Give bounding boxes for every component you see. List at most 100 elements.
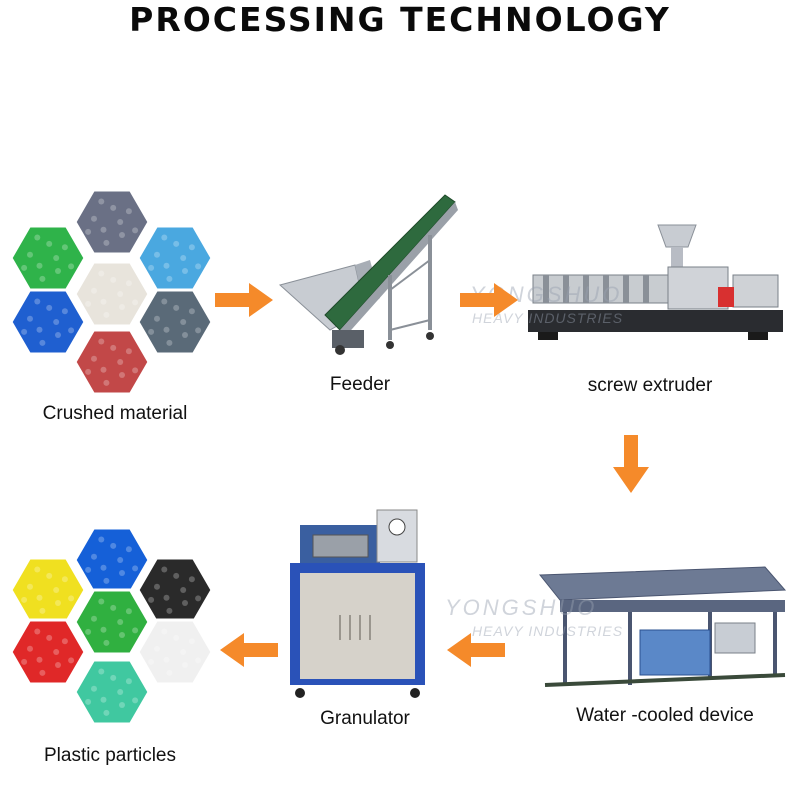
plastic-particles-hexagon <box>136 618 214 686</box>
step-label-screw-extruder: screw extruder <box>587 375 713 396</box>
crushed-material-hexagon-texture <box>68 327 75 334</box>
crushed-material-hexagon-texture <box>154 251 160 258</box>
page-title: PROCESSING TECHNOLOGY <box>129 0 671 39</box>
plastic-particles-hexagon-texture <box>103 577 110 584</box>
plastic-particles-hexagon-texture <box>125 678 132 685</box>
feeder-machine-image <box>278 194 458 355</box>
plastic-particles-hexagon-texture <box>68 595 75 602</box>
crushed-material-hexagon-texture <box>36 326 43 333</box>
crushed-material-hexagon-texture <box>85 300 92 307</box>
plastic-particles-hexagon-texture <box>161 566 168 573</box>
plastic-particles-hexagon-texture <box>55 600 61 606</box>
plastic-particles-hexagon-texture <box>85 566 92 573</box>
crushed-material-hexagon-texture <box>98 198 105 205</box>
watermark-brand: YONGSHUO <box>445 595 598 620</box>
water-cooled-device-image <box>538 566 787 687</box>
plastic-particles-hexagon-texture <box>68 657 75 664</box>
plastic-particles-hexagon-texture <box>180 649 187 655</box>
plastic-particles-hexagon-texture <box>173 634 180 641</box>
crushed-material-hexagon-texture <box>55 268 61 274</box>
crushed-material-hexagon-texture <box>173 304 180 311</box>
plastic-particles-hexagon-texture <box>61 638 68 645</box>
plastic-particles-hexagon-texture <box>182 662 188 668</box>
crushed-material-hexagon-texture <box>119 304 125 310</box>
arrow-left-icon <box>220 633 278 667</box>
step-label-water-cooled-device: Water -cooled device <box>576 705 754 726</box>
plastic-particles-hexagon <box>136 556 214 624</box>
crushed-material-hexagon-texture <box>91 287 97 294</box>
plastic-particles-hexagon-texture <box>148 658 155 665</box>
crushed-material-hexagon-texture <box>180 319 187 325</box>
plastic-particles-hexagon-texture <box>98 668 105 675</box>
plastic-particles-hexagon-texture <box>85 698 92 705</box>
crushed-material-hexagon-texture <box>195 263 202 270</box>
plastic-particles-hexagon <box>73 658 151 726</box>
step-label-granulator: Granulator <box>320 708 410 729</box>
plastic-particles-hexagon-texture <box>161 628 168 635</box>
plastic-particles-hexagon-texture <box>100 564 107 571</box>
plastic-particles-hexagon-texture <box>132 565 139 572</box>
plastic-particles-hexagon-texture <box>103 709 110 716</box>
crushed-material-hexagon <box>73 328 151 396</box>
plastic-particles-hexagon-texture <box>21 596 28 603</box>
plastic-particles-hexagon <box>9 618 87 686</box>
plastic-particles-hexagon <box>73 526 151 594</box>
crushed-material-hexagon-texture <box>61 244 68 251</box>
plastic-particles-hexagon-texture <box>119 702 125 708</box>
crushed-material-hexagon-texture <box>125 208 132 215</box>
crushed-material-hexagon-texture <box>119 232 125 238</box>
crushed-material-hexagon-texture <box>34 234 41 241</box>
plastic-particles-hexagon-texture <box>166 669 173 676</box>
crushed-material-hexagon-texture <box>110 204 117 211</box>
crushed-material-hexagon-texture <box>85 368 92 375</box>
plastic-particles-hexagon-texture <box>110 604 117 611</box>
crushed-material-hexagon-texture <box>148 264 155 271</box>
plastic-particles-hexagon-texture <box>148 596 155 603</box>
crushed-material-hexagon-texture <box>117 359 124 365</box>
plastic-particles-hexagon-texture <box>61 576 68 583</box>
crushed-material-hexagon-texture <box>103 379 110 386</box>
crushed-material-hexagon-texture <box>91 355 97 362</box>
crushed-material-hexagon-texture <box>166 275 173 282</box>
watermark-subtitle: HEAVY INDUSTRIES <box>472 623 624 639</box>
plastic-particles-hexagon-texture <box>180 587 187 593</box>
plastic-particles-hexagon-texture <box>39 607 46 614</box>
plastic-particles-hexagon-texture <box>110 674 117 681</box>
plastic-particles-hexagon-texture <box>100 696 107 703</box>
plastic-particles-hexagon-texture <box>98 598 105 605</box>
crushed-material-hexagon-texture <box>182 268 188 274</box>
plastic-particles-hexagon-texture <box>91 553 97 560</box>
plastic-particles-hexagon-texture <box>117 619 124 625</box>
plastic-particles-hexagon-texture <box>188 638 195 645</box>
plastic-particles-hexagon <box>9 556 87 624</box>
crushed-material-hexagon-texture <box>55 332 61 338</box>
plastic-particles-hexagon-texture <box>195 657 202 664</box>
watermark-subtitle: HEAVY INDUSTRIES <box>472 310 624 326</box>
plastic-particles-hexagon-texture <box>21 658 28 665</box>
crushed-material-hexagon-texture <box>39 275 46 282</box>
plastic-particles-hexagon-texture <box>100 626 107 633</box>
crushed-material-hexagon-texture <box>46 240 53 247</box>
plastic-particles-hexagon-texture <box>85 628 92 635</box>
crushed-material-hexagon-texture <box>85 228 92 235</box>
crushed-material-hexagon-texture <box>148 328 155 335</box>
crushed-material-hexagon-texture <box>91 215 97 222</box>
arrow-right-icon <box>460 283 518 317</box>
crushed-material-hexagon-texture <box>27 315 33 322</box>
plastic-particles-hexagon-texture <box>163 594 170 601</box>
plastic-particles-hexagon-texture <box>195 595 202 602</box>
crushed-material-hexagon-texture <box>195 327 202 334</box>
plastic-particles-hexagon-texture <box>27 583 33 590</box>
crushed-material-hexagon-texture <box>61 308 68 315</box>
crushed-material-hexagon-texture <box>161 298 168 305</box>
crushed-material-hexagon <box>136 288 214 356</box>
crushed-material-hexagon-texture <box>46 304 53 311</box>
plastic-particles-hexagon-texture <box>173 572 180 579</box>
arrow-right-icon <box>215 283 273 317</box>
crushed-material-hexagon-texture <box>182 332 188 338</box>
crushed-material-hexagon-texture <box>110 344 117 351</box>
step-label-feeder: Feeder <box>329 374 391 395</box>
crushed-material-hexagon-texture <box>154 315 160 322</box>
